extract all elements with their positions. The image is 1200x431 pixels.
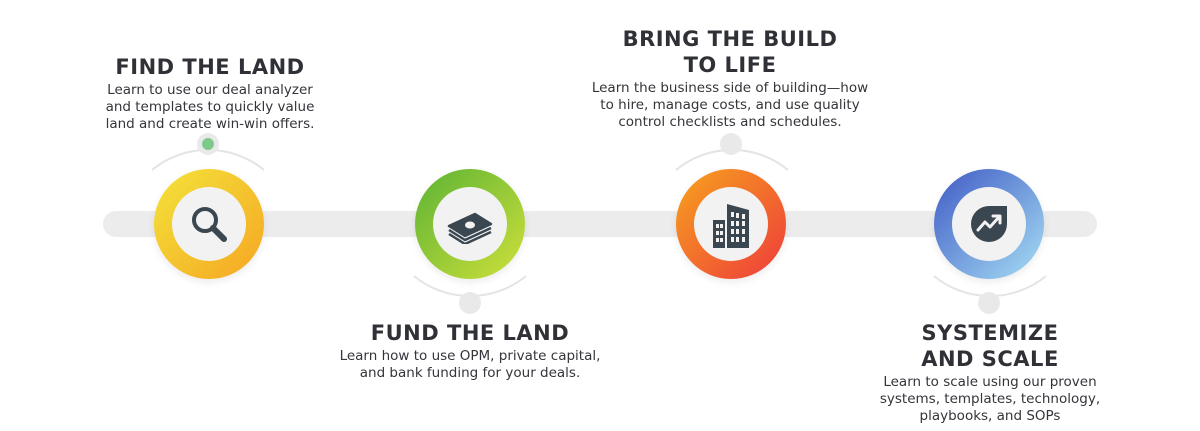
step-2-icon-holder xyxy=(433,187,507,261)
step-4-title: SYSTEMIZE AND SCALE xyxy=(921,321,1059,371)
step-4-marker-dot xyxy=(978,292,1000,314)
step-1-icon-holder xyxy=(172,187,246,261)
step-2-description: Learn how to use OPM, private capital, a… xyxy=(339,348,601,381)
step-2-marker-dot xyxy=(459,292,481,314)
step-1-marker-dot xyxy=(197,133,219,155)
step-1-ring xyxy=(154,169,264,279)
step-3-icon-holder xyxy=(694,187,768,261)
magnifier-icon xyxy=(192,207,227,242)
money-stack-icon xyxy=(447,212,493,244)
step-4-text: SYSTEMIZE AND SCALE Learn to scale using… xyxy=(850,320,1130,425)
growth-chart-icon xyxy=(971,206,1007,242)
timeline-track xyxy=(103,211,1097,237)
step-2-title: FUND THE LAND xyxy=(370,321,570,345)
step-1-description: Learn to use our deal analyzer and templ… xyxy=(105,82,315,132)
step-2-text: FUND THE LAND Learn how to use OPM, priv… xyxy=(300,320,640,382)
step-1-title: FIND THE LAND xyxy=(115,55,305,79)
step-2-ring xyxy=(415,169,525,279)
step-3-marker-dot xyxy=(720,133,742,155)
step-3-title: BRING THE BUILD TO LIFE xyxy=(622,27,838,77)
step-3-text: BRING THE BUILD TO LIFE Learn the busine… xyxy=(560,26,900,131)
step-1-text: FIND THE LAND Learn to use our deal anal… xyxy=(60,54,360,133)
step-4-icon-holder xyxy=(952,187,1026,261)
step-4-ring xyxy=(934,169,1044,279)
step-4-description: Learn to scale using our proven systems,… xyxy=(879,374,1101,424)
building-icon xyxy=(713,204,749,248)
step-3-description: Learn the business side of building—how … xyxy=(591,80,869,130)
step-3-ring xyxy=(676,169,786,279)
